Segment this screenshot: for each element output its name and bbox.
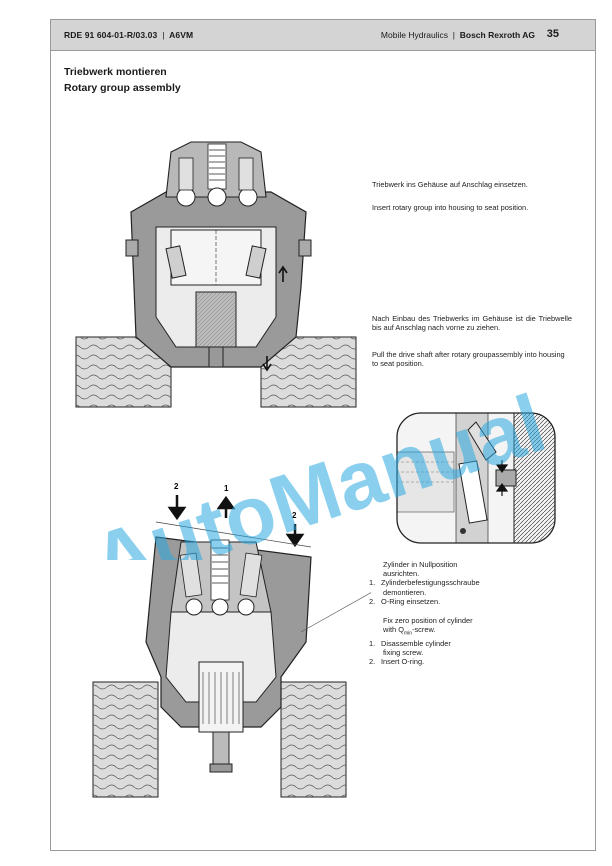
section-title-german: Triebwerk montieren	[64, 66, 167, 78]
header-separator: |	[162, 30, 165, 40]
en-step1-text-cont: fixing screw.	[383, 648, 424, 658]
arrow-label-1: 1	[224, 484, 229, 493]
de-step1-number: 1.	[369, 578, 376, 588]
down-arrow-icon	[495, 460, 509, 474]
arrow-label-2-right: 2	[292, 511, 297, 520]
zero-position-figure: 2 1 2	[92, 482, 371, 798]
en-step1-number: 1.	[369, 638, 376, 648]
qmin-subscript: min	[403, 630, 413, 637]
zero-position-instructions: Zylinder in Nullposition ausrichten. 1. Z…	[369, 560, 509, 667]
division-name: Mobile Hydraulics	[380, 30, 449, 40]
up-arrow-icon	[216, 495, 236, 518]
doc-ref: RDE 91 604-01-R/03.03	[64, 30, 158, 40]
de-step1-text-cont: demontieren.	[383, 587, 427, 597]
de-step2-number: 2.	[369, 596, 376, 606]
drive-shaft	[212, 731, 230, 765]
up-arrow-icon	[495, 482, 509, 496]
en-intro-line-1: Fix zero position of cylinder	[383, 616, 473, 626]
header-separator-2: |	[452, 30, 455, 40]
section-title-english: Rotary group assembly	[64, 82, 181, 94]
de-step1-text: Zylinderbefestigungsschraube	[381, 578, 480, 588]
company-name: Bosch Rexroth AG	[459, 30, 535, 40]
down-arrow-icon	[167, 495, 187, 521]
en-step2-text: Insert O-ring.	[381, 657, 425, 667]
down-arrow-icon	[285, 524, 305, 548]
manual-page: RDE 91 604-01-R/03.03 | A6VM Mobile Hydr…	[50, 19, 596, 851]
document-reference: RDE 91 604-01-R/03.03 | A6VM	[64, 30, 193, 40]
company-line: Mobile Hydraulics | Bosch Rexroth AG	[381, 30, 535, 40]
de-intro-line-2: ausrichten.	[383, 569, 420, 579]
product-code: A6VM	[169, 30, 194, 40]
detail-zoom-figure	[396, 412, 556, 544]
insert-instruction-english: Insert rotary group into housing to seat…	[372, 203, 529, 212]
pull-instruction-english: Pull the drive shaft after rotary groupa…	[372, 350, 565, 369]
de-step2-text: O-Ring einsetzen.	[381, 596, 441, 606]
page-number: 35	[546, 28, 559, 40]
de-intro-line-1: Zylinder in Nullposition	[383, 560, 458, 569]
en-intro-line-2: with Qmin-screw.	[383, 625, 436, 637]
pull-instruction-german: Nach Einbau des Triebwerks im Gehäuse is…	[372, 314, 572, 333]
rotary-group-housing-figure	[75, 141, 357, 408]
page-header: RDE 91 604-01-R/03.03 | A6VM Mobile Hydr…	[51, 20, 595, 51]
down-arrow-icon	[262, 356, 272, 372]
en-step1-text: Disassemble cylinder	[381, 638, 451, 648]
arrow-label-2-left: 2	[174, 482, 179, 491]
en-step2-number: 2.	[369, 657, 376, 667]
up-arrow-icon	[278, 265, 288, 282]
insert-instruction-german: Triebwerk ins Gehäuse auf Anschlag einse…	[372, 180, 528, 189]
